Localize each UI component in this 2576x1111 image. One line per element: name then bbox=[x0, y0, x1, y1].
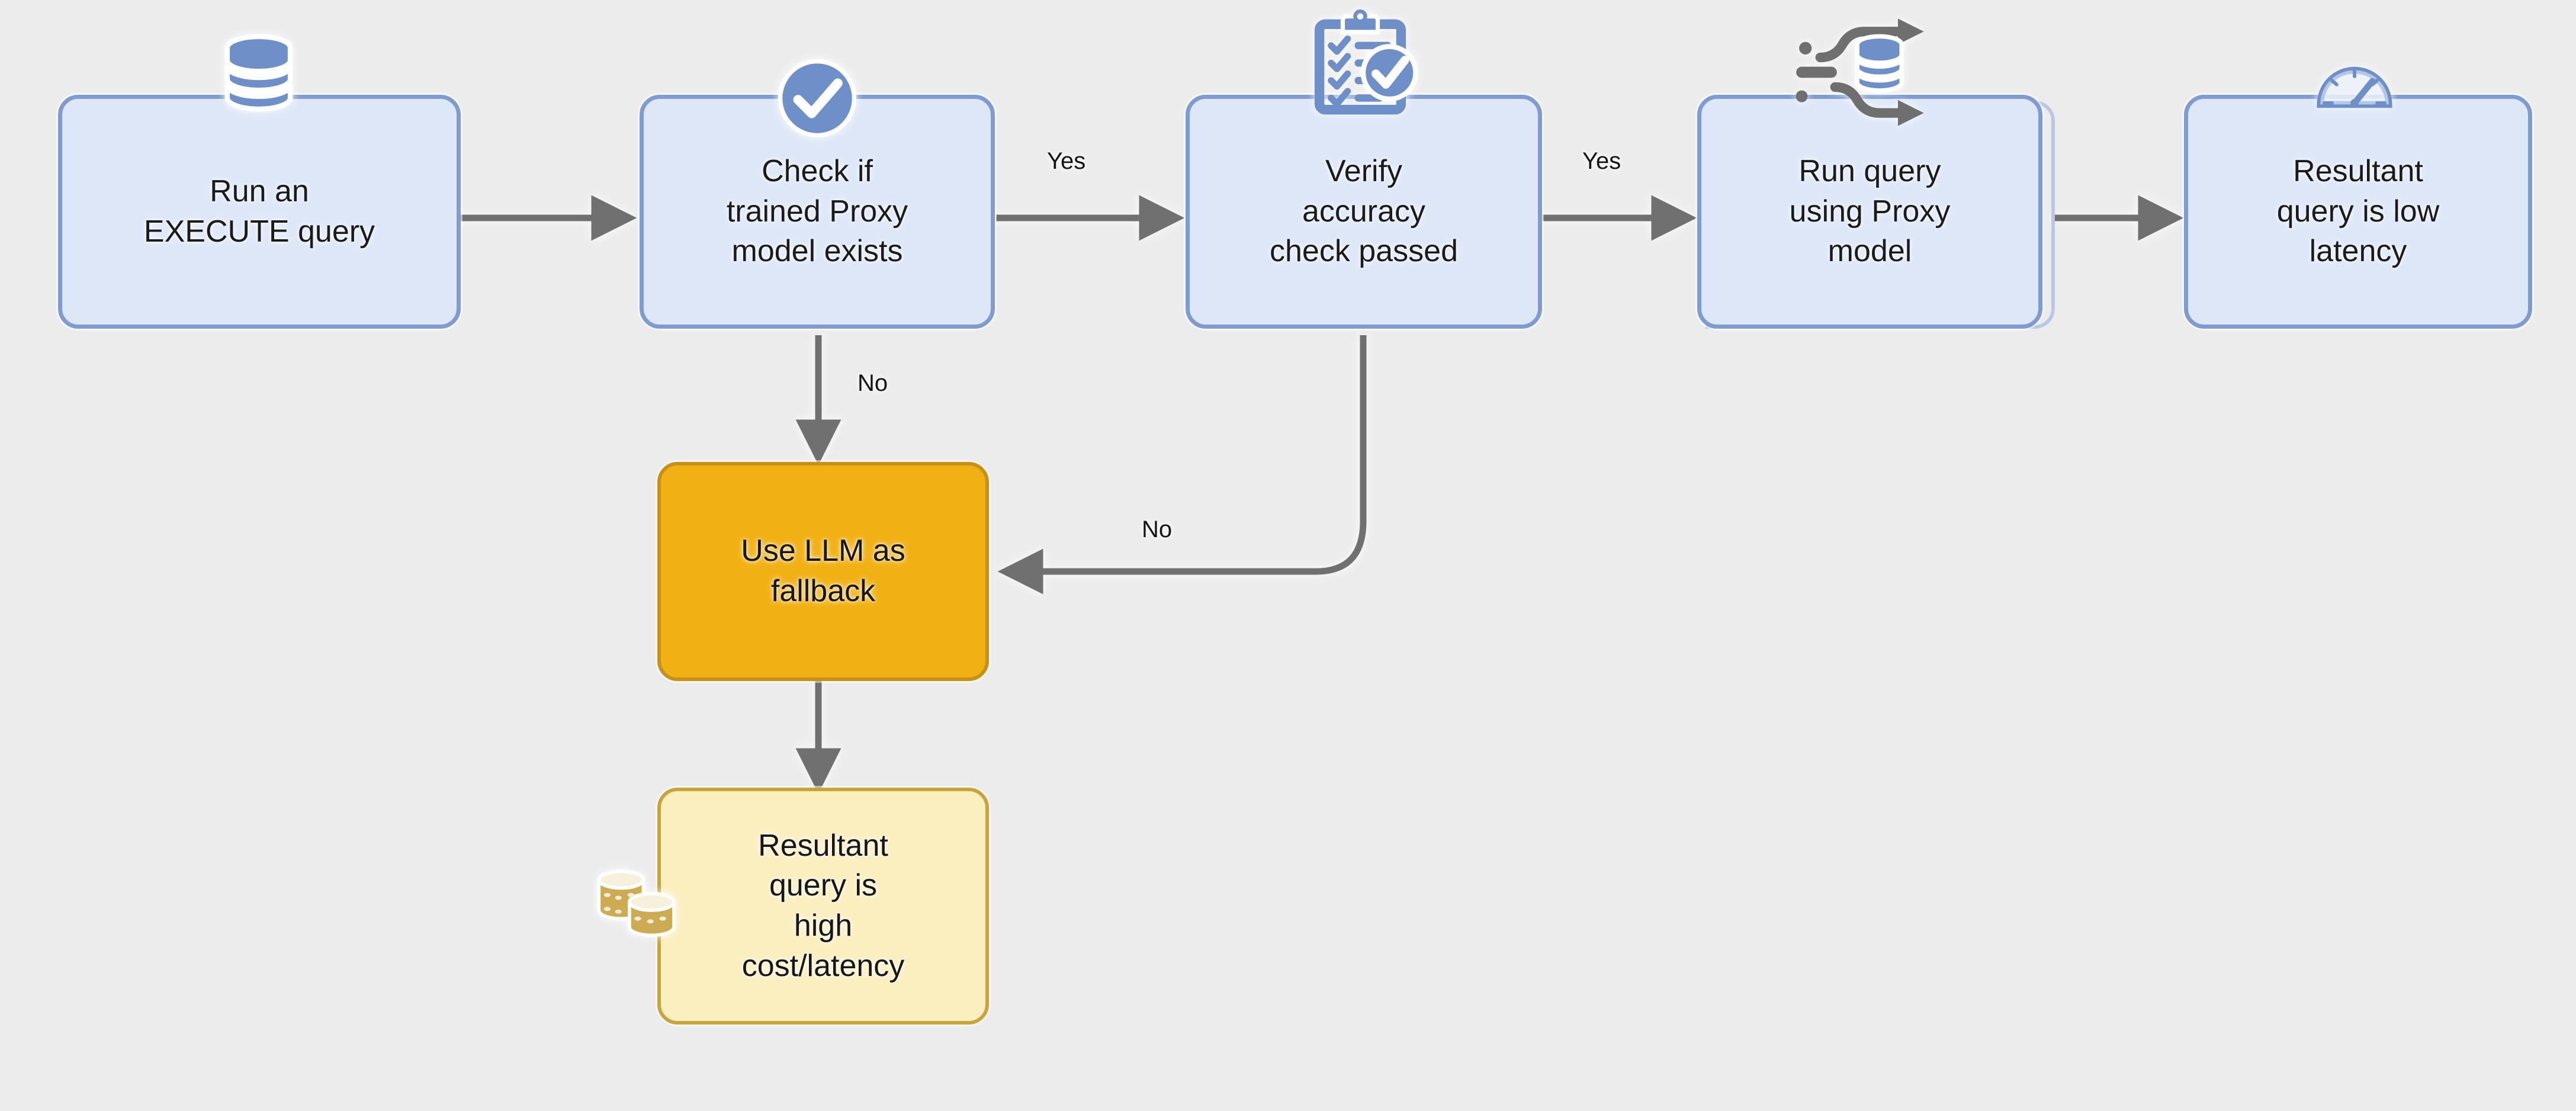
clipboard-check-icon bbox=[1298, 5, 1422, 129]
node-high-cost-result[interactable]: Resultant query is high cost/latency bbox=[657, 788, 989, 1025]
edge-label-no-2: No bbox=[1142, 516, 1173, 542]
node-verify-accuracy[interactable]: Verify accuracy check passed bbox=[1186, 95, 1542, 329]
node-low-latency-result[interactable]: Resultant query is low latency bbox=[2184, 95, 2532, 329]
node-label: Run query using Proxy model bbox=[1789, 154, 1951, 269]
node-run-execute-query[interactable]: Run an EXECUTE query bbox=[58, 95, 461, 329]
database-dataflow-icon bbox=[1782, 13, 1954, 131]
node-label: Verify accuracy check passed bbox=[1270, 154, 1458, 269]
edge-verify-to-fallback-no bbox=[997, 335, 1367, 595]
node-label: Use LLM as fallback bbox=[741, 534, 905, 608]
node-label: Resultant query is low latency bbox=[2276, 154, 2440, 269]
edge-label-yes-2: Yes bbox=[1582, 148, 1621, 174]
coins-icon bbox=[587, 858, 688, 946]
node-run-query-proxy[interactable]: Run query using Proxy model bbox=[1697, 95, 2042, 329]
node-label: Check if trained Proxy model exists bbox=[726, 154, 908, 269]
speedometer-icon bbox=[2311, 41, 2398, 129]
database-icon bbox=[208, 23, 309, 123]
edge-label-yes-1: Yes bbox=[1047, 148, 1086, 174]
edge-label-no-1: No bbox=[857, 370, 888, 396]
check-circle-icon bbox=[773, 54, 861, 142]
node-label: Resultant query is high cost/latency bbox=[741, 828, 905, 983]
node-llm-fallback[interactable]: Use LLM as fallback bbox=[657, 462, 989, 681]
node-label: Run an EXECUTE query bbox=[143, 174, 375, 249]
